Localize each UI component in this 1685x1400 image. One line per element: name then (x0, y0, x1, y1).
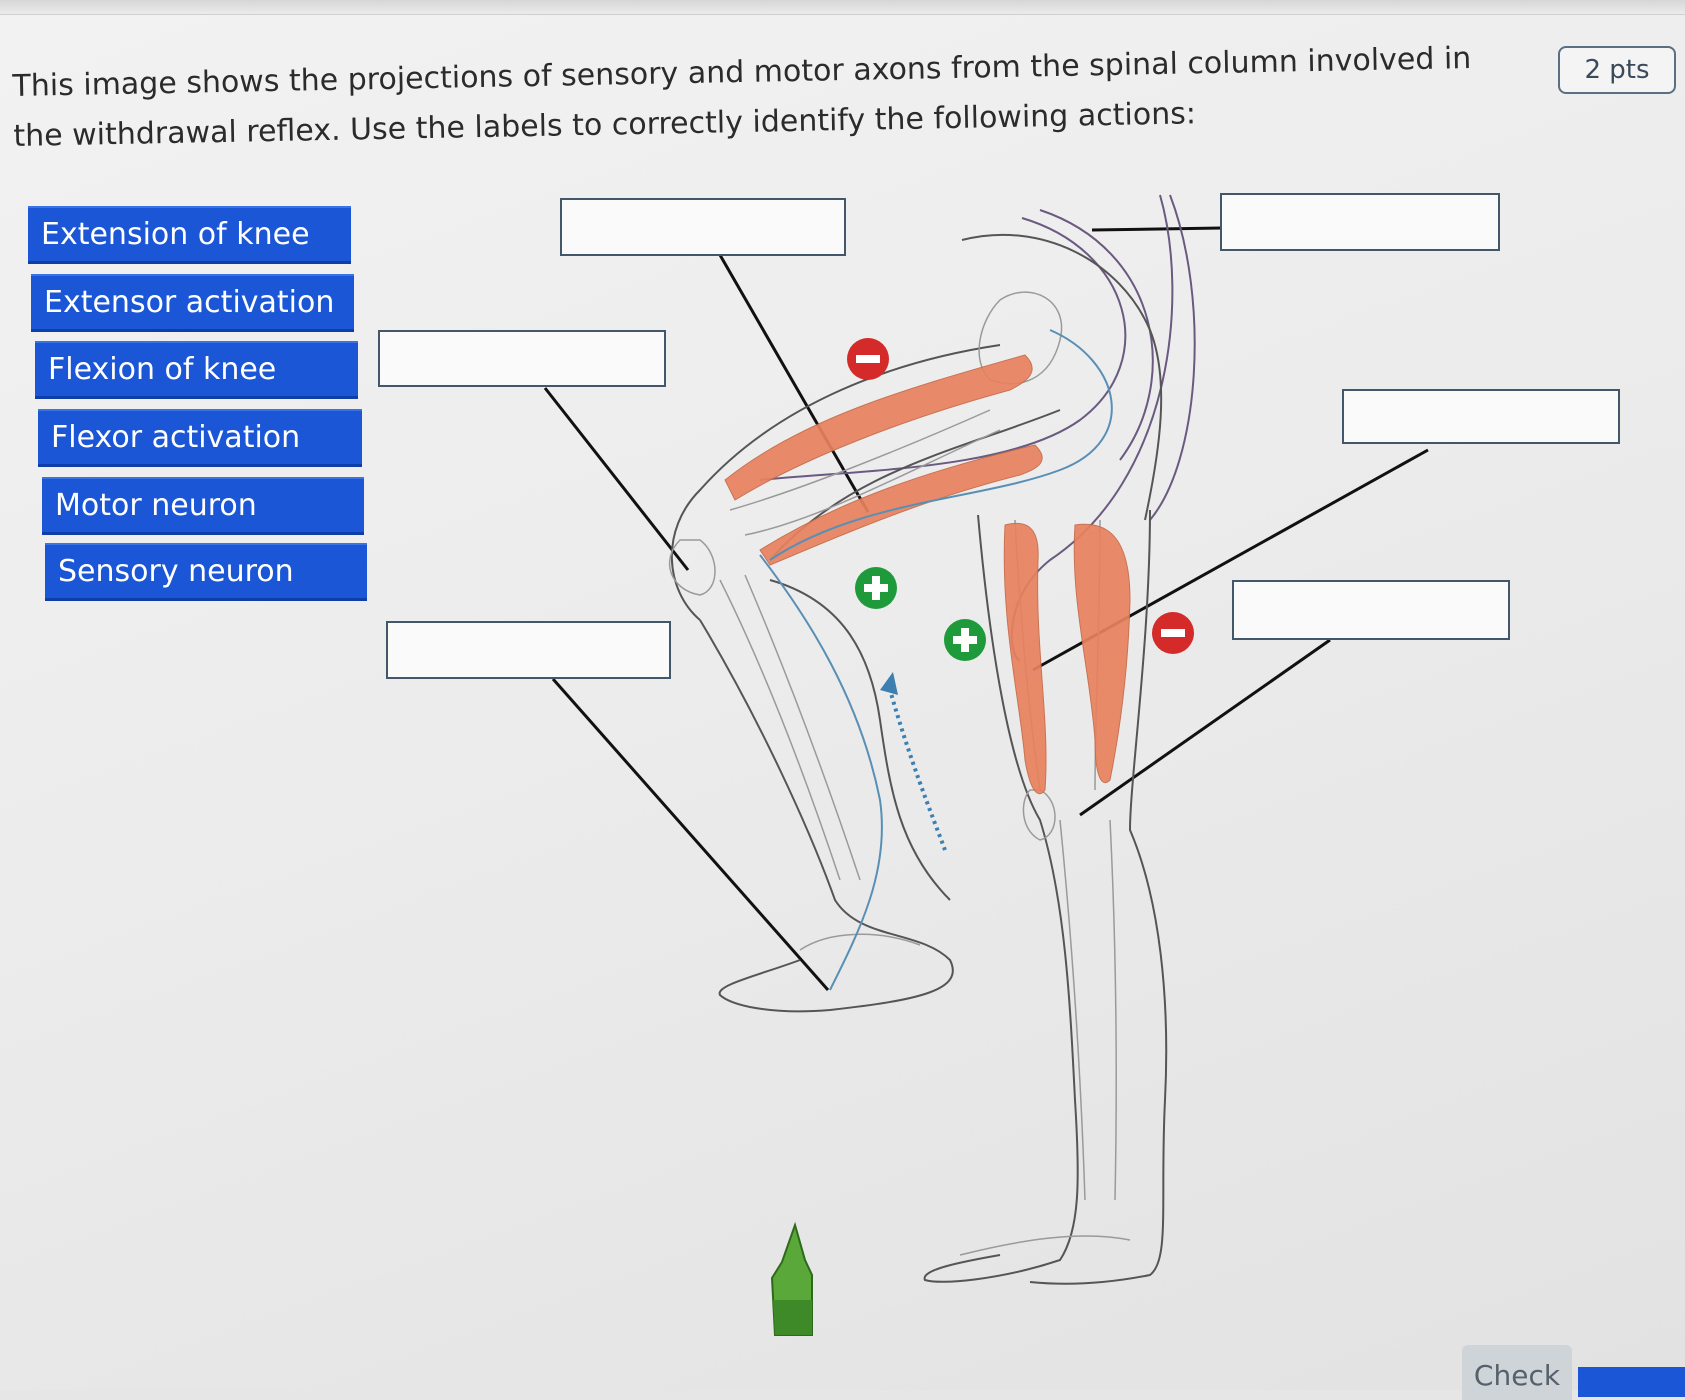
motor-nerve-path (769, 329, 1113, 561)
label-extension-of-knee[interactable]: Extension of knee (28, 206, 351, 264)
standing-leg-outline (923, 509, 1168, 1285)
signal-arrow (888, 689, 947, 851)
check-button[interactable]: Check (1462, 1345, 1572, 1400)
thigh-muscle-upper (724, 354, 1033, 501)
drop-zone-4[interactable] (1342, 389, 1620, 444)
drop-zone-2[interactable] (1220, 193, 1500, 251)
painful-stimulus-icon (770, 1221, 813, 1336)
excite-symbol-shin (944, 619, 986, 661)
label-sensory-neuron[interactable]: Sensory neuron (45, 543, 367, 601)
top-window-strip (0, 0, 1685, 15)
drop-zone-1[interactable] (560, 198, 846, 256)
points-badge: 2 pts (1558, 46, 1676, 94)
thigh-muscle-lower (759, 444, 1043, 566)
inhibit-symbol-calf (1152, 612, 1194, 654)
muscles (724, 354, 1131, 795)
inhibit-symbol-thigh (847, 338, 889, 380)
arrow-head-icon (880, 672, 898, 695)
excite-symbol-thigh (855, 567, 897, 609)
label-extensor-activation[interactable]: Extensor activation (31, 274, 354, 332)
drop-zone-5[interactable] (386, 621, 671, 679)
drop-zone-6[interactable] (1232, 580, 1510, 640)
shin-muscle-front (1003, 522, 1047, 795)
label-motor-neuron[interactable]: Motor neuron (42, 477, 364, 535)
sensory-nerve-path (759, 554, 883, 991)
label-flexor-activation[interactable]: Flexor activation (38, 409, 362, 467)
bent-leg-bones (669, 291, 1063, 951)
submit-button-edge[interactable] (1578, 1367, 1685, 1397)
drop-zone-3[interactable] (378, 330, 666, 387)
calf-muscle (1073, 523, 1131, 783)
label-flexion-of-knee[interactable]: Flexion of knee (35, 341, 358, 399)
